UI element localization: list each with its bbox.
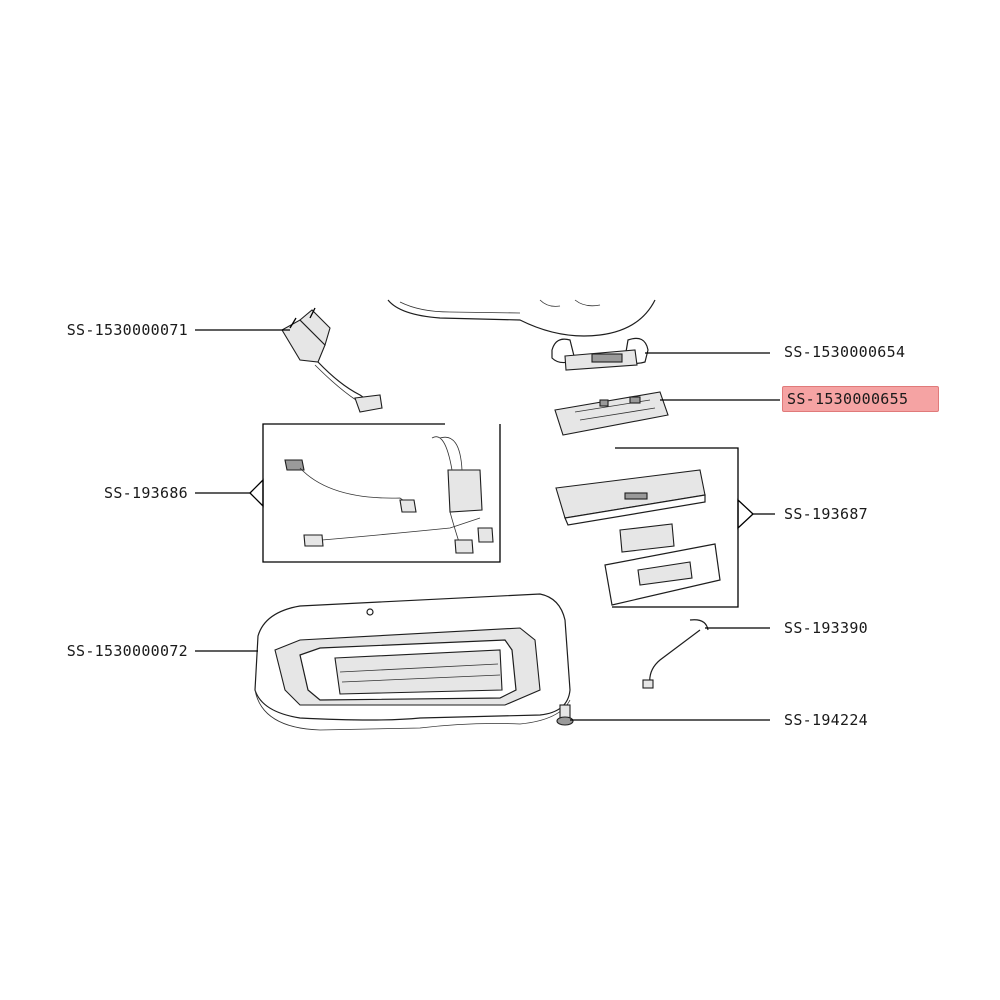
leader-lines	[195, 329, 780, 721]
callout-label-pcb-board-highlighted[interactable]: SS-1530000655	[782, 386, 940, 412]
callout-label-button-bar[interactable]: SS-1530000654	[784, 343, 906, 361]
foot-screw[interactable]	[556, 704, 574, 726]
control-panel-set[interactable]	[555, 447, 739, 608]
button-bar[interactable]	[551, 337, 649, 371]
wire-harness[interactable]	[284, 436, 494, 554]
callout-label-sensor-probe[interactable]: SS-193390	[784, 619, 868, 637]
callout-label-wire-harness[interactable]: SS-193686	[104, 484, 188, 502]
harness-bracket	[262, 423, 501, 563]
callout-label-base-housing[interactable]: SS-1530000072	[66, 642, 188, 660]
callout-label-control-panel-set[interactable]: SS-193687	[784, 505, 868, 523]
callout-label-cord-plug[interactable]: SS-1530000071	[66, 321, 188, 339]
top-housing-fragment	[387, 299, 656, 337]
pcb-board[interactable]	[554, 391, 669, 436]
power-cord-plug[interactable]	[281, 307, 383, 413]
callout-label-foot-screw[interactable]: SS-194224	[784, 711, 868, 729]
sensor-probe[interactable]	[642, 619, 709, 689]
base-housing[interactable]	[254, 593, 571, 731]
